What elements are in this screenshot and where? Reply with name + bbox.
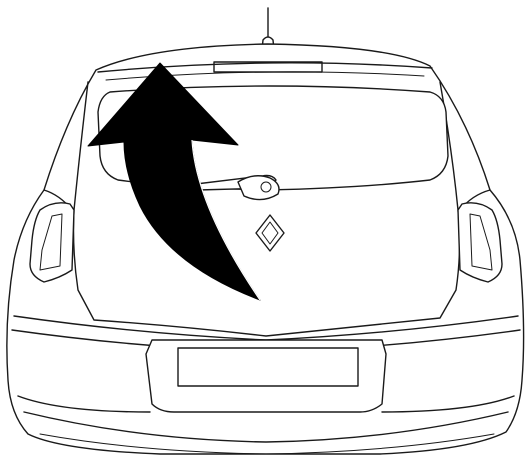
license-plate-icon — [146, 340, 386, 412]
